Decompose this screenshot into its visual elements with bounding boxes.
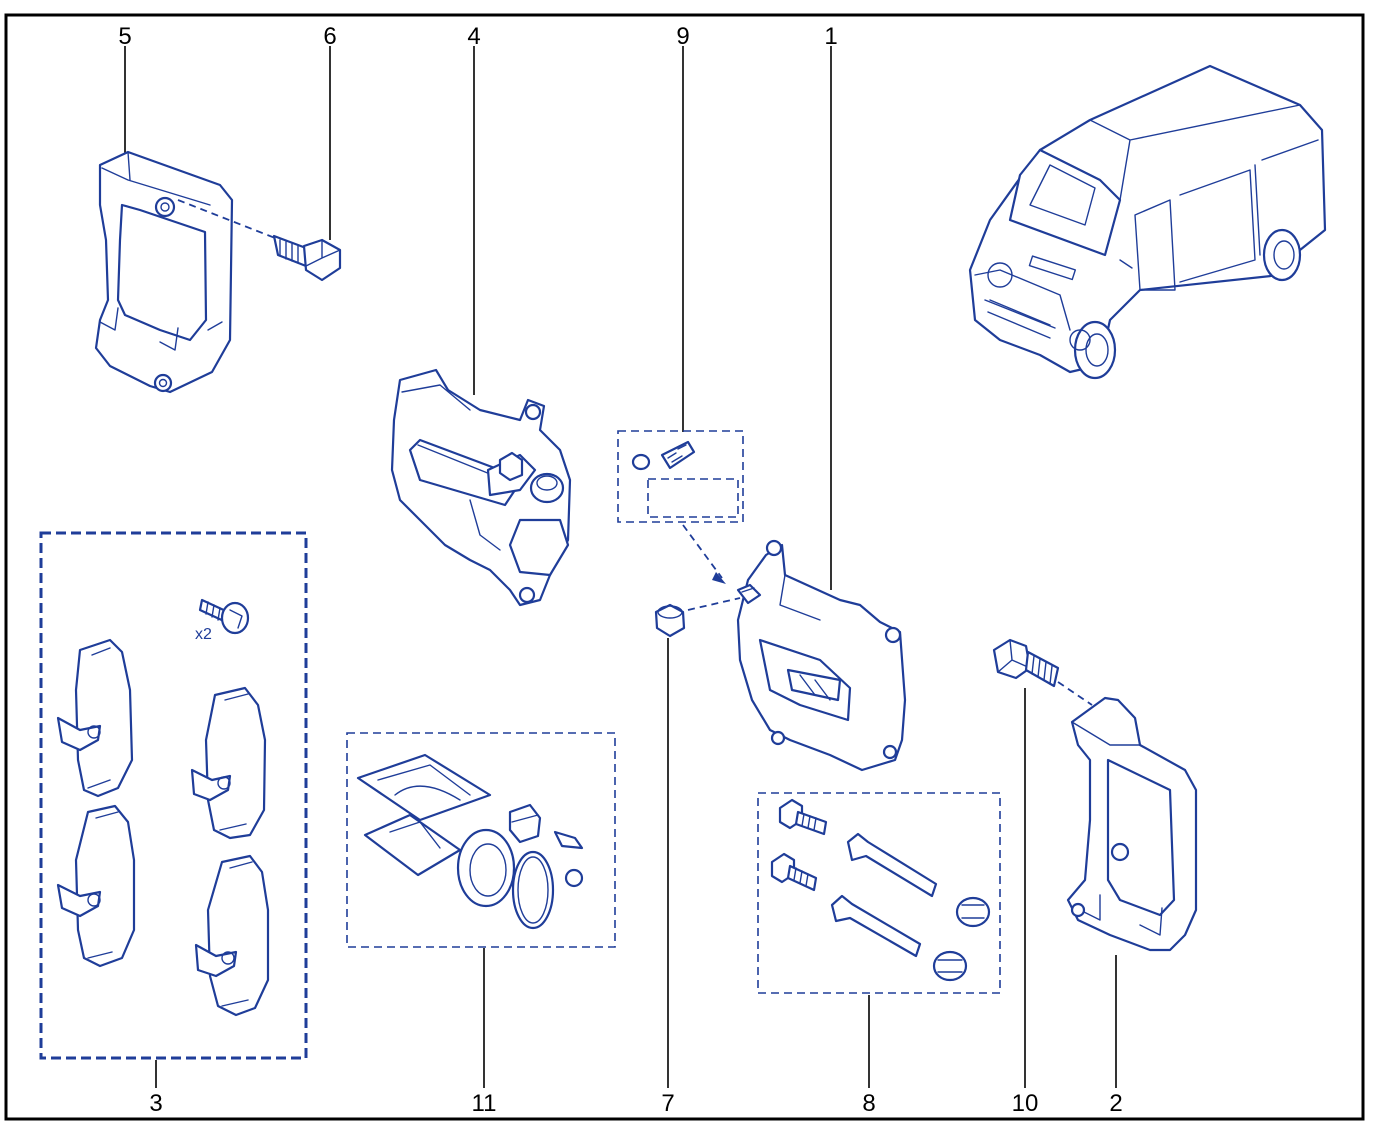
dust-cap-icon — [654, 603, 686, 638]
assembly-dash-7-1 — [687, 597, 741, 611]
bleed-screw-kit — [617, 430, 744, 523]
bleed-screw-icon — [631, 440, 696, 471]
brake-pad-icon — [56, 804, 136, 968]
assembly-dash-5-6 — [177, 199, 276, 239]
caliper-bracket-icon — [94, 150, 234, 394]
callout-7: 7 — [661, 1090, 674, 1117]
callout-6: 6 — [323, 23, 336, 50]
callout-3: 3 — [149, 1090, 162, 1117]
brake-pad-kit: x2 — [39, 531, 308, 1060]
callout-2: 2 — [1109, 1090, 1122, 1117]
assembly-dash-10-2 — [1057, 681, 1093, 706]
leader-lines — [124, 46, 1117, 1088]
guide-pin-kit — [757, 792, 1001, 994]
brake-pad-icon — [190, 686, 267, 840]
brake-caliper-assembly-icon — [736, 539, 907, 772]
repair-kit — [346, 732, 616, 948]
bolt-icon — [272, 234, 342, 282]
bolt-icon: x2 — [195, 598, 250, 643]
brake-pad-icon — [56, 638, 134, 798]
arrow-head — [712, 572, 726, 584]
callout-1: 1 — [824, 23, 837, 50]
assembly-dash-9-1 — [682, 524, 723, 579]
callout-5: 5 — [118, 23, 131, 50]
quantity-label: x2 — [195, 626, 212, 643]
callout-4: 4 — [467, 23, 480, 50]
caliper-bracket-icon — [1066, 696, 1198, 952]
callout-11: 11 — [472, 1090, 497, 1117]
brake-caliper-icon — [390, 368, 572, 607]
callout-9: 9 — [676, 23, 689, 50]
brake-pad-icon — [194, 854, 270, 1017]
callout-10: 10 — [1012, 1090, 1039, 1117]
van-icon — [968, 64, 1327, 380]
bolt-icon — [992, 638, 1060, 688]
guide-pin-icon — [770, 798, 991, 982]
diagram-border — [4, 13, 1365, 1121]
repair-kit-icon — [356, 753, 584, 930]
callout-8: 8 — [862, 1090, 875, 1117]
